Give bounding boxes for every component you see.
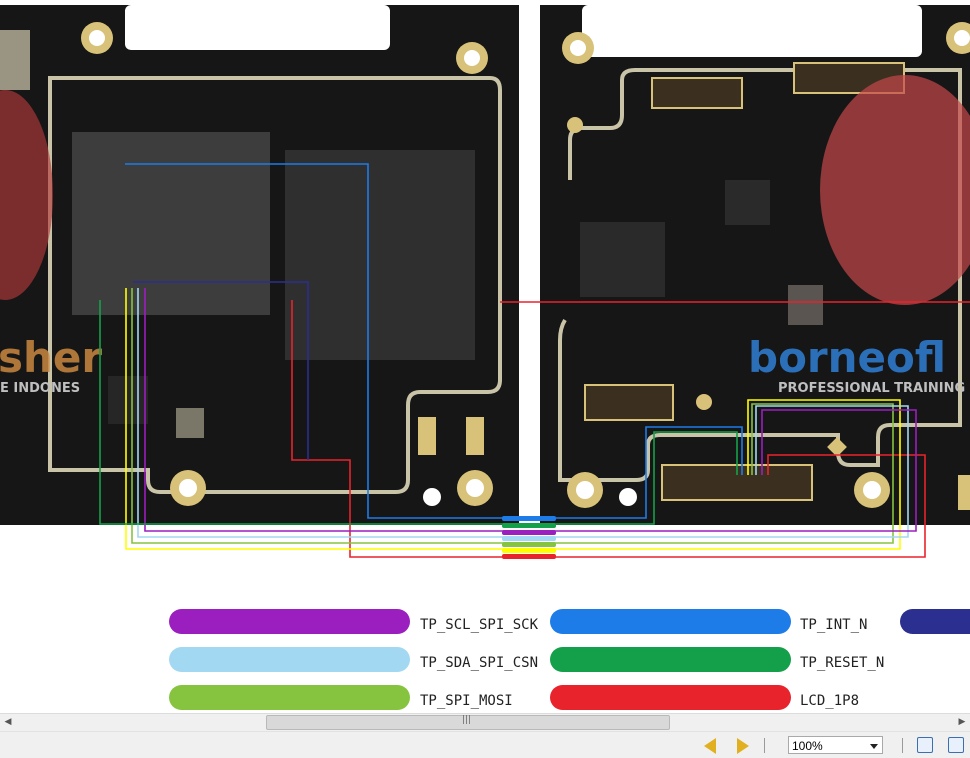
wire-tp-spi-miso <box>125 288 901 550</box>
fit-page-icon[interactable] <box>948 737 964 753</box>
legend-label-tp-spi-mosi: TP_SPI_MOSI <box>420 693 513 709</box>
right-connector-1 <box>651 77 743 109</box>
zoom-value: 100% <box>792 739 823 753</box>
legend-pill-tp-scl-spi-sck <box>169 609 410 634</box>
wire-tp-scl-spi-sck <box>144 288 917 532</box>
right-chip-1 <box>580 222 665 297</box>
wire-tp-spi-mosi <box>131 288 894 544</box>
legend-label-tp-scl-spi-sck: TP_SCL_SPI_SCK <box>420 617 539 633</box>
fit-width-icon[interactable] <box>917 737 933 753</box>
cpu-chip <box>72 132 270 315</box>
scrollbar-thumb[interactable]: ||| <box>266 715 670 730</box>
left-watermark-sub: E INDONES <box>0 381 80 396</box>
legend-pill-tp-sda-spi-csn <box>169 647 410 672</box>
previous-page-icon[interactable] <box>704 738 716 754</box>
legend-label-lcd-1p8: LCD_1P8 <box>800 693 860 709</box>
separator <box>902 738 903 753</box>
right-watermark-sub: PROFESSIONAL TRAINING C <box>778 381 970 396</box>
legend-pill-tp-spi-mosi <box>169 685 410 710</box>
status-bar: 100% <box>0 731 970 758</box>
right-board <box>540 5 970 525</box>
left-watermark: sher <box>0 333 102 382</box>
signal-wires <box>99 163 970 558</box>
wire-tp-reset-n <box>99 300 738 525</box>
memory-chip <box>285 150 475 360</box>
right-connector-2 <box>793 62 905 94</box>
grip-icon: ||| <box>462 715 472 725</box>
legend-pill-tp-int-n <box>550 609 791 634</box>
legend-pill-navy <box>900 609 970 634</box>
wire-navy <box>133 281 309 460</box>
separator <box>764 738 765 753</box>
document-viewport[interactable]: sher E INDONES borneofl PROFESSI <box>0 0 970 713</box>
right-connector-3 <box>584 384 674 421</box>
scroll-right-arrow-icon[interactable]: ▶ <box>958 717 966 727</box>
tp-connector <box>661 464 813 501</box>
legend-pill-lcd-1p8 <box>550 685 791 710</box>
zoom-select[interactable]: 100% <box>788 736 883 754</box>
right-watermark: borneofl <box>748 333 946 382</box>
legend-label-tp-int-n: TP_INT_N <box>800 617 868 633</box>
wire-lcd-1p8 <box>291 300 926 558</box>
legend-label-tp-sda-spi-csn: TP_SDA_SPI_CSN <box>420 655 539 671</box>
wire-tp-sda-spi-csn <box>137 288 909 538</box>
wire-tp-int-n <box>125 163 743 519</box>
legend-pill-tp-reset-n <box>550 647 791 672</box>
scroll-left-arrow-icon[interactable]: ◀ <box>4 717 12 727</box>
legend-label-tp-reset-n: TP_RESET_N <box>800 655 885 671</box>
chevron-down-icon <box>870 744 878 749</box>
left-board <box>0 5 519 525</box>
next-page-icon[interactable] <box>737 738 749 754</box>
connector-tags <box>502 516 556 559</box>
schematic-canvas: sher E INDONES borneofl PROFESSI <box>0 5 970 559</box>
horizontal-scrollbar[interactable]: ◀ ||| ▶ <box>0 713 970 731</box>
